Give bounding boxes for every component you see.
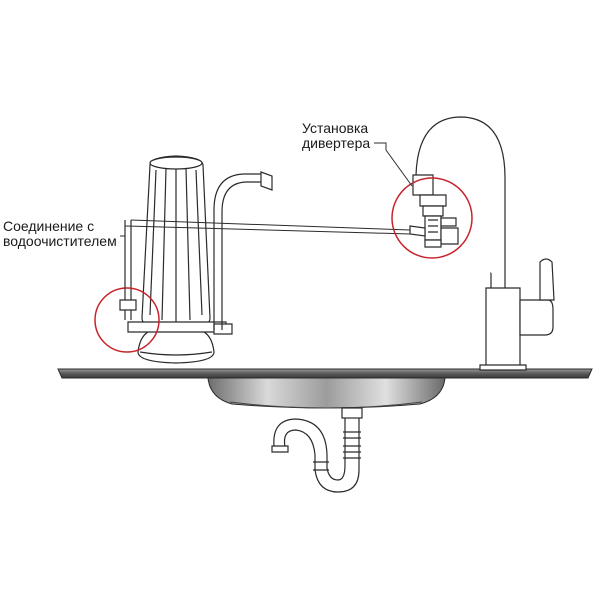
connection-highlight-circle: [94, 287, 160, 353]
connection-label-line1: Соединение с: [3, 218, 95, 234]
diverter-label-line2: дивертера: [302, 135, 371, 151]
filter-spout: [213, 171, 273, 330]
drain-siphon: [271, 407, 363, 493]
water-filter: [119, 155, 233, 364]
diverter-valve: [409, 194, 459, 248]
kitchen-faucet: [412, 116, 555, 371]
countertop: [57, 368, 593, 379]
diverter-label-line1: Установка: [302, 120, 369, 136]
connection-hose: [124, 219, 411, 235]
connection-label-line2: водоочистителем: [3, 233, 117, 249]
sink-basin: [207, 377, 446, 409]
diverter-highlight-circle: [391, 177, 473, 259]
callout-leaders: [120, 142, 413, 300]
filter-connection-label: Соединение с водоочистителем: [3, 219, 117, 249]
diverter-installation-label: Установка дивертера: [302, 121, 370, 151]
